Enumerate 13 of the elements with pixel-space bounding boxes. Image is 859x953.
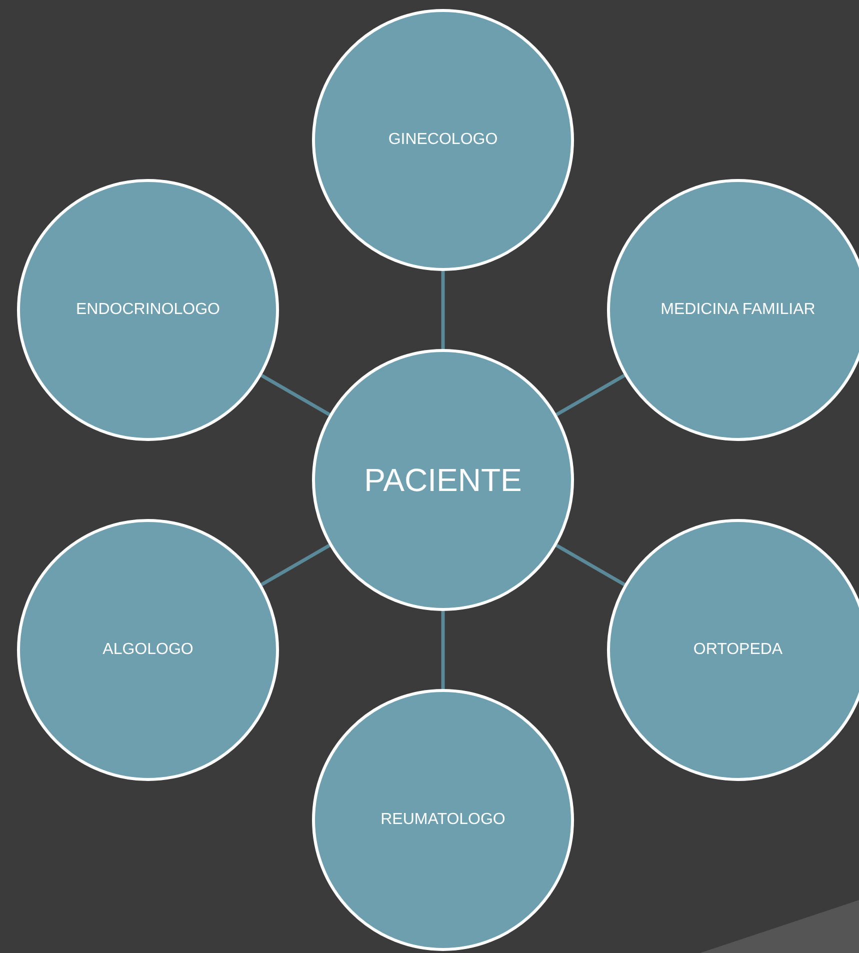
node-label: ENDOCRINOLOGO <box>74 301 221 319</box>
node-label: REUMATOLOGO <box>380 811 506 829</box>
connector-line <box>556 374 626 416</box>
connector-line <box>441 271 445 349</box>
connector-line <box>260 374 330 416</box>
connector-line <box>260 544 330 586</box>
node-label: GINECOLOGO <box>387 131 499 149</box>
node-label: PACIENTE <box>363 462 523 498</box>
connector-line <box>556 544 626 586</box>
node-label: MEDICINA FAMILIAR <box>660 301 816 319</box>
node-label: ALGOLOGO <box>102 641 194 659</box>
node-label: ORTOPEDA <box>692 641 784 659</box>
connector-line <box>441 611 445 689</box>
